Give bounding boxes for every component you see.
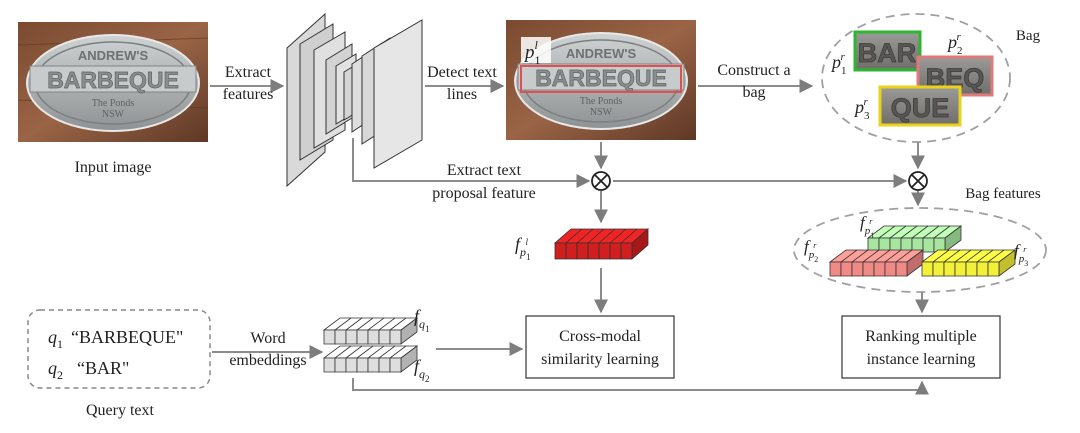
bag-feature-block-p1 <box>866 225 963 253</box>
label-f-p2-r: fp2r <box>804 237 818 264</box>
detected-text-image: ANDREW'S BARBEQUE The Ponds NSW p1l <box>506 20 696 140</box>
query-text-caption: Query text <box>86 402 155 419</box>
label-p1-r: p1r <box>830 51 847 77</box>
extract-proposal-label-1: Extract text <box>447 162 522 179</box>
ranking-label-1: Ranking multiple <box>865 328 977 345</box>
detect-text-lines-label-2: lines <box>447 86 477 103</box>
bag-crop-p3 <box>878 85 962 127</box>
label-f-p3-r: fp3r <box>1014 241 1028 268</box>
detected-sign-main: BARBEQUE <box>535 65 667 91</box>
extract-proposal-label-2: proposal feature <box>432 185 536 202</box>
cross-modal-label-2: similarity learning <box>541 351 659 368</box>
input-sign-main: BARBEQUE <box>47 67 179 93</box>
detected-sign-sub1: The Ponds <box>580 96 623 107</box>
bag-features-title: Bag features <box>965 186 1041 202</box>
bag: BAR BEQ QUE p1r p2r p3r <box>821 13 1011 143</box>
otimes-text-line <box>591 171 611 191</box>
input-image-caption: Input image <box>75 159 152 176</box>
input-sign-sub2: NSW <box>102 109 125 120</box>
label-f-q2: fq2 <box>414 356 430 384</box>
query-text-box <box>27 309 211 389</box>
bag-feature-block-p2 <box>828 249 925 277</box>
query-feature-block-1 <box>322 317 419 345</box>
bag-title: Bag <box>1016 28 1041 44</box>
input-sign-top: ANDREW'S <box>78 48 149 63</box>
label-p2-r: p2r <box>946 31 963 57</box>
word-embeddings-label-1: Word <box>250 330 285 347</box>
query-item-2: q2“BAR" <box>48 358 129 382</box>
cross-modal-box <box>525 315 675 379</box>
otimes-bag <box>908 171 928 191</box>
bag-crop-p1 <box>853 30 922 72</box>
query-feature-block-2 <box>322 345 419 373</box>
bag-features-ellipse <box>793 207 1047 293</box>
label-p3-r: p3r <box>853 96 870 122</box>
word-embeddings-label-2: embeddings <box>229 352 306 369</box>
label-f-q1: fq1 <box>414 306 430 334</box>
bag-feature-block-p3 <box>920 249 1017 277</box>
label-p1-l: p1l <box>523 38 541 67</box>
text-line-feature-block <box>553 228 650 260</box>
ranking-label-2: instance learning <box>867 351 976 368</box>
bag-crop-p3-text: QUE <box>891 93 950 123</box>
label-f-p1-r: fp1r <box>860 213 874 240</box>
query-item-1: q1“BARBEQUE" <box>48 327 183 351</box>
input-image: ANDREW'S BARBEQUE The Ponds NSW <box>17 22 209 142</box>
construct-bag-label-1: Construct a <box>717 62 790 79</box>
bag-crop-p1-text: BAR <box>858 38 917 68</box>
detected-sign-sub2: NSW <box>590 107 613 118</box>
label-f-p1-l: fp1l <box>515 234 531 262</box>
ranking-box <box>841 315 1001 379</box>
detect-text-lines-label-1: Detect text <box>427 64 497 81</box>
cnn-feature-extractor <box>286 12 423 188</box>
extract-features-label-2: features <box>223 86 274 103</box>
construct-bag-label-2: bag <box>742 84 765 101</box>
text-line-box <box>520 65 682 93</box>
extract-features-label-1: Extract <box>225 64 272 81</box>
cross-modal-label-1: Cross-modal <box>559 328 641 345</box>
detected-sign-top: ANDREW'S <box>566 46 637 61</box>
input-sign-sub1: The Ponds <box>92 98 135 109</box>
